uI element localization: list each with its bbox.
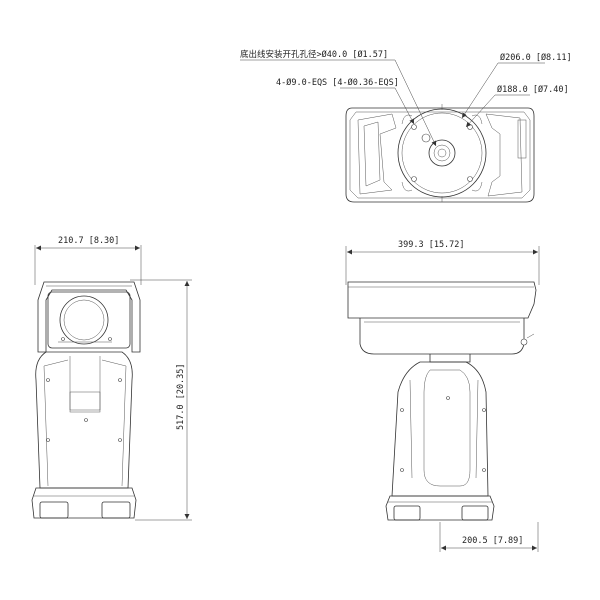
- front-height-label: 517.0 [20.35]: [176, 363, 186, 430]
- front-view: 210.7 [8.30] 517.0 [20.35]: [31, 236, 192, 521]
- side-length-label: 399.3 [15.72]: [398, 240, 465, 250]
- side-base-label: 200.5 [7.89]: [462, 536, 523, 546]
- side-view: 399.3 [15.72] 200.5 [7.89]: [345, 240, 540, 552]
- top-view: 底出线安装开孔孔径>Ø40.0 [Ø1.57] 4-Ø9.0-EQS [4-Ø0…: [240, 49, 572, 203]
- eqs-holes-label: 4-Ø9.0-EQS [4-Ø0.36-EQS]: [276, 77, 399, 88]
- outer-diameter-label: Ø206.0 [Ø8.11]: [500, 52, 572, 63]
- base-hole-label: 底出线安装开孔孔径>Ø40.0 [Ø1.57]: [240, 49, 388, 60]
- front-width-label: 210.7 [8.30]: [58, 236, 119, 246]
- inner-diameter-label: Ø188.0 [Ø7.40]: [497, 84, 569, 95]
